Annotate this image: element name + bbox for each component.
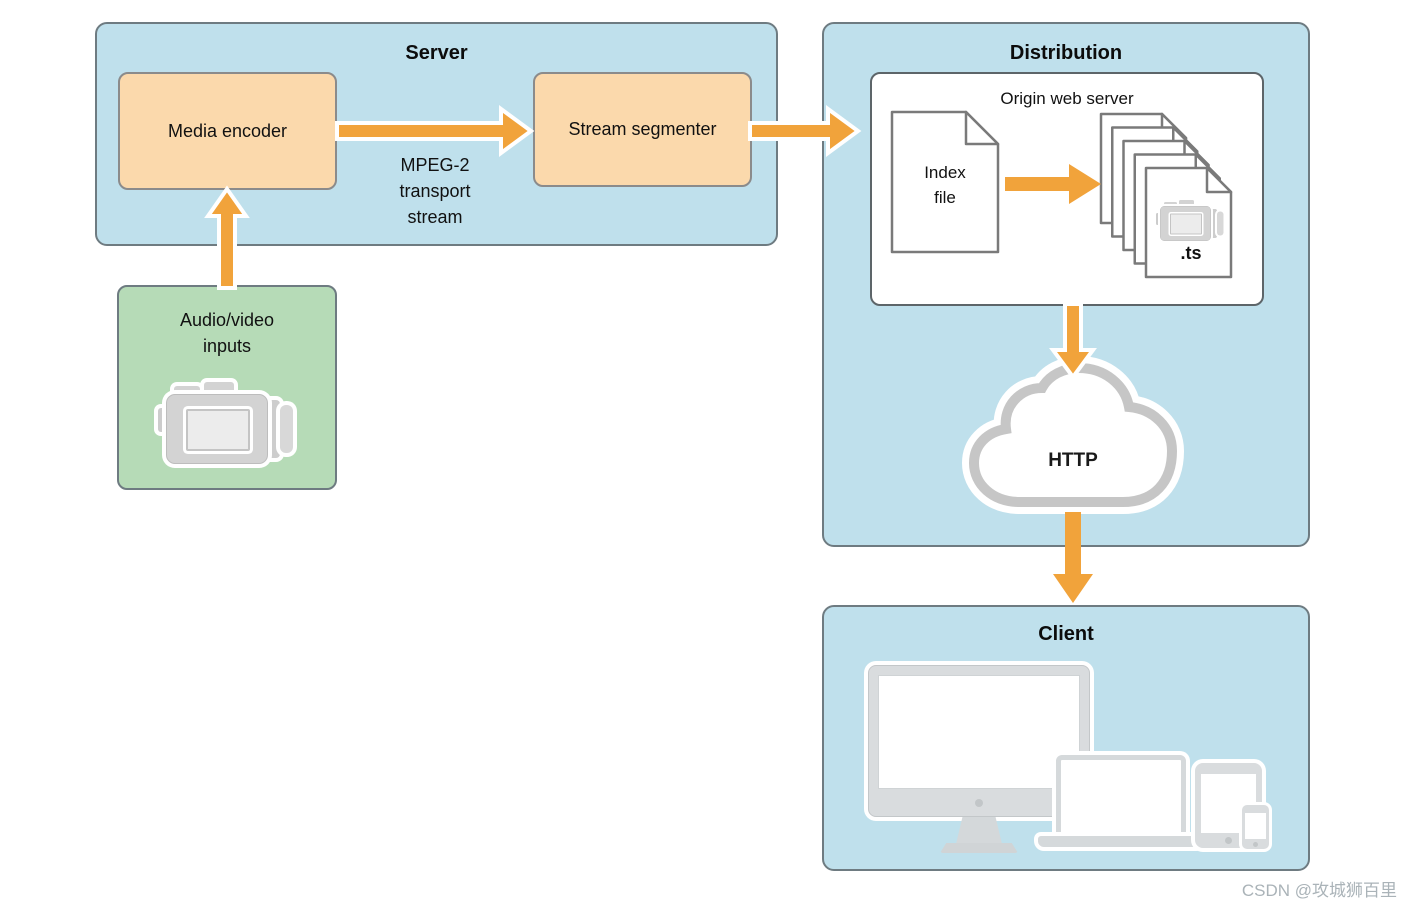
camcorder-screen-icon [186,409,250,451]
stream-segmenter-label: Stream segmenter [568,119,717,139]
stream-segmenter-box: Stream segmenter [533,72,752,187]
home-button-icon [1253,842,1258,847]
http-cloud-label: HTTP [1048,450,1098,471]
arrow-encoder-to-segmenter-icon [335,105,535,157]
watermark: CSDN @攻城狮百里 [1241,881,1397,900]
arrow-origin-to-cloud-icon [1049,302,1097,381]
camcorder-viewfinder-icon [1164,202,1177,208]
apple-logo-icon [975,799,983,807]
media-encoder-box: Media encoder [118,72,337,190]
camcorder-lens-icon [1217,211,1224,236]
av-inputs-label: Audio/video inputs [179,310,275,356]
iphone-icon [1242,805,1269,849]
ts-file-label: .ts [1180,243,1202,263]
arrow-segmenter-to-distribution-icon [748,105,862,157]
camcorder-lens-icon [1208,209,1217,238]
mpeg-transport-stream-label: MPEG-2 transport stream [399,155,471,227]
macbook-base-icon [1038,836,1202,847]
camcorder-viewfinder-icon [1179,200,1194,207]
camcorder-grip-icon [1156,213,1162,225]
camcorder-screen-icon [1170,213,1202,235]
ts-camcorder-icon [1156,198,1226,242]
camcorder-icon [158,378,298,466]
imac-screen-icon [878,675,1080,789]
camcorder-lens-icon [280,405,293,453]
imac-icon [868,665,1090,817]
camcorder-viewfinder-icon [204,382,234,396]
server-title: Server [405,42,468,64]
arrow-cloud-to-client-icon [1053,512,1093,603]
home-button-icon [1225,837,1232,844]
index-file-icon [890,110,1000,254]
macbook-icon [1056,755,1186,838]
imac-base-icon [940,843,1018,853]
index-file-label: Index file [924,163,966,207]
distribution-title: Distribution [1009,42,1123,64]
origin-server-title: Origin web server [1000,89,1134,108]
arrow-inputs-to-encoder-icon [204,185,250,290]
imac-stand-icon [956,817,1002,844]
media-encoder-label: Media encoder [167,120,288,141]
http-cloud-icon [961,355,1185,514]
arrow-index-to-ts-icon [1005,164,1101,204]
client-title: Client [1038,623,1094,645]
